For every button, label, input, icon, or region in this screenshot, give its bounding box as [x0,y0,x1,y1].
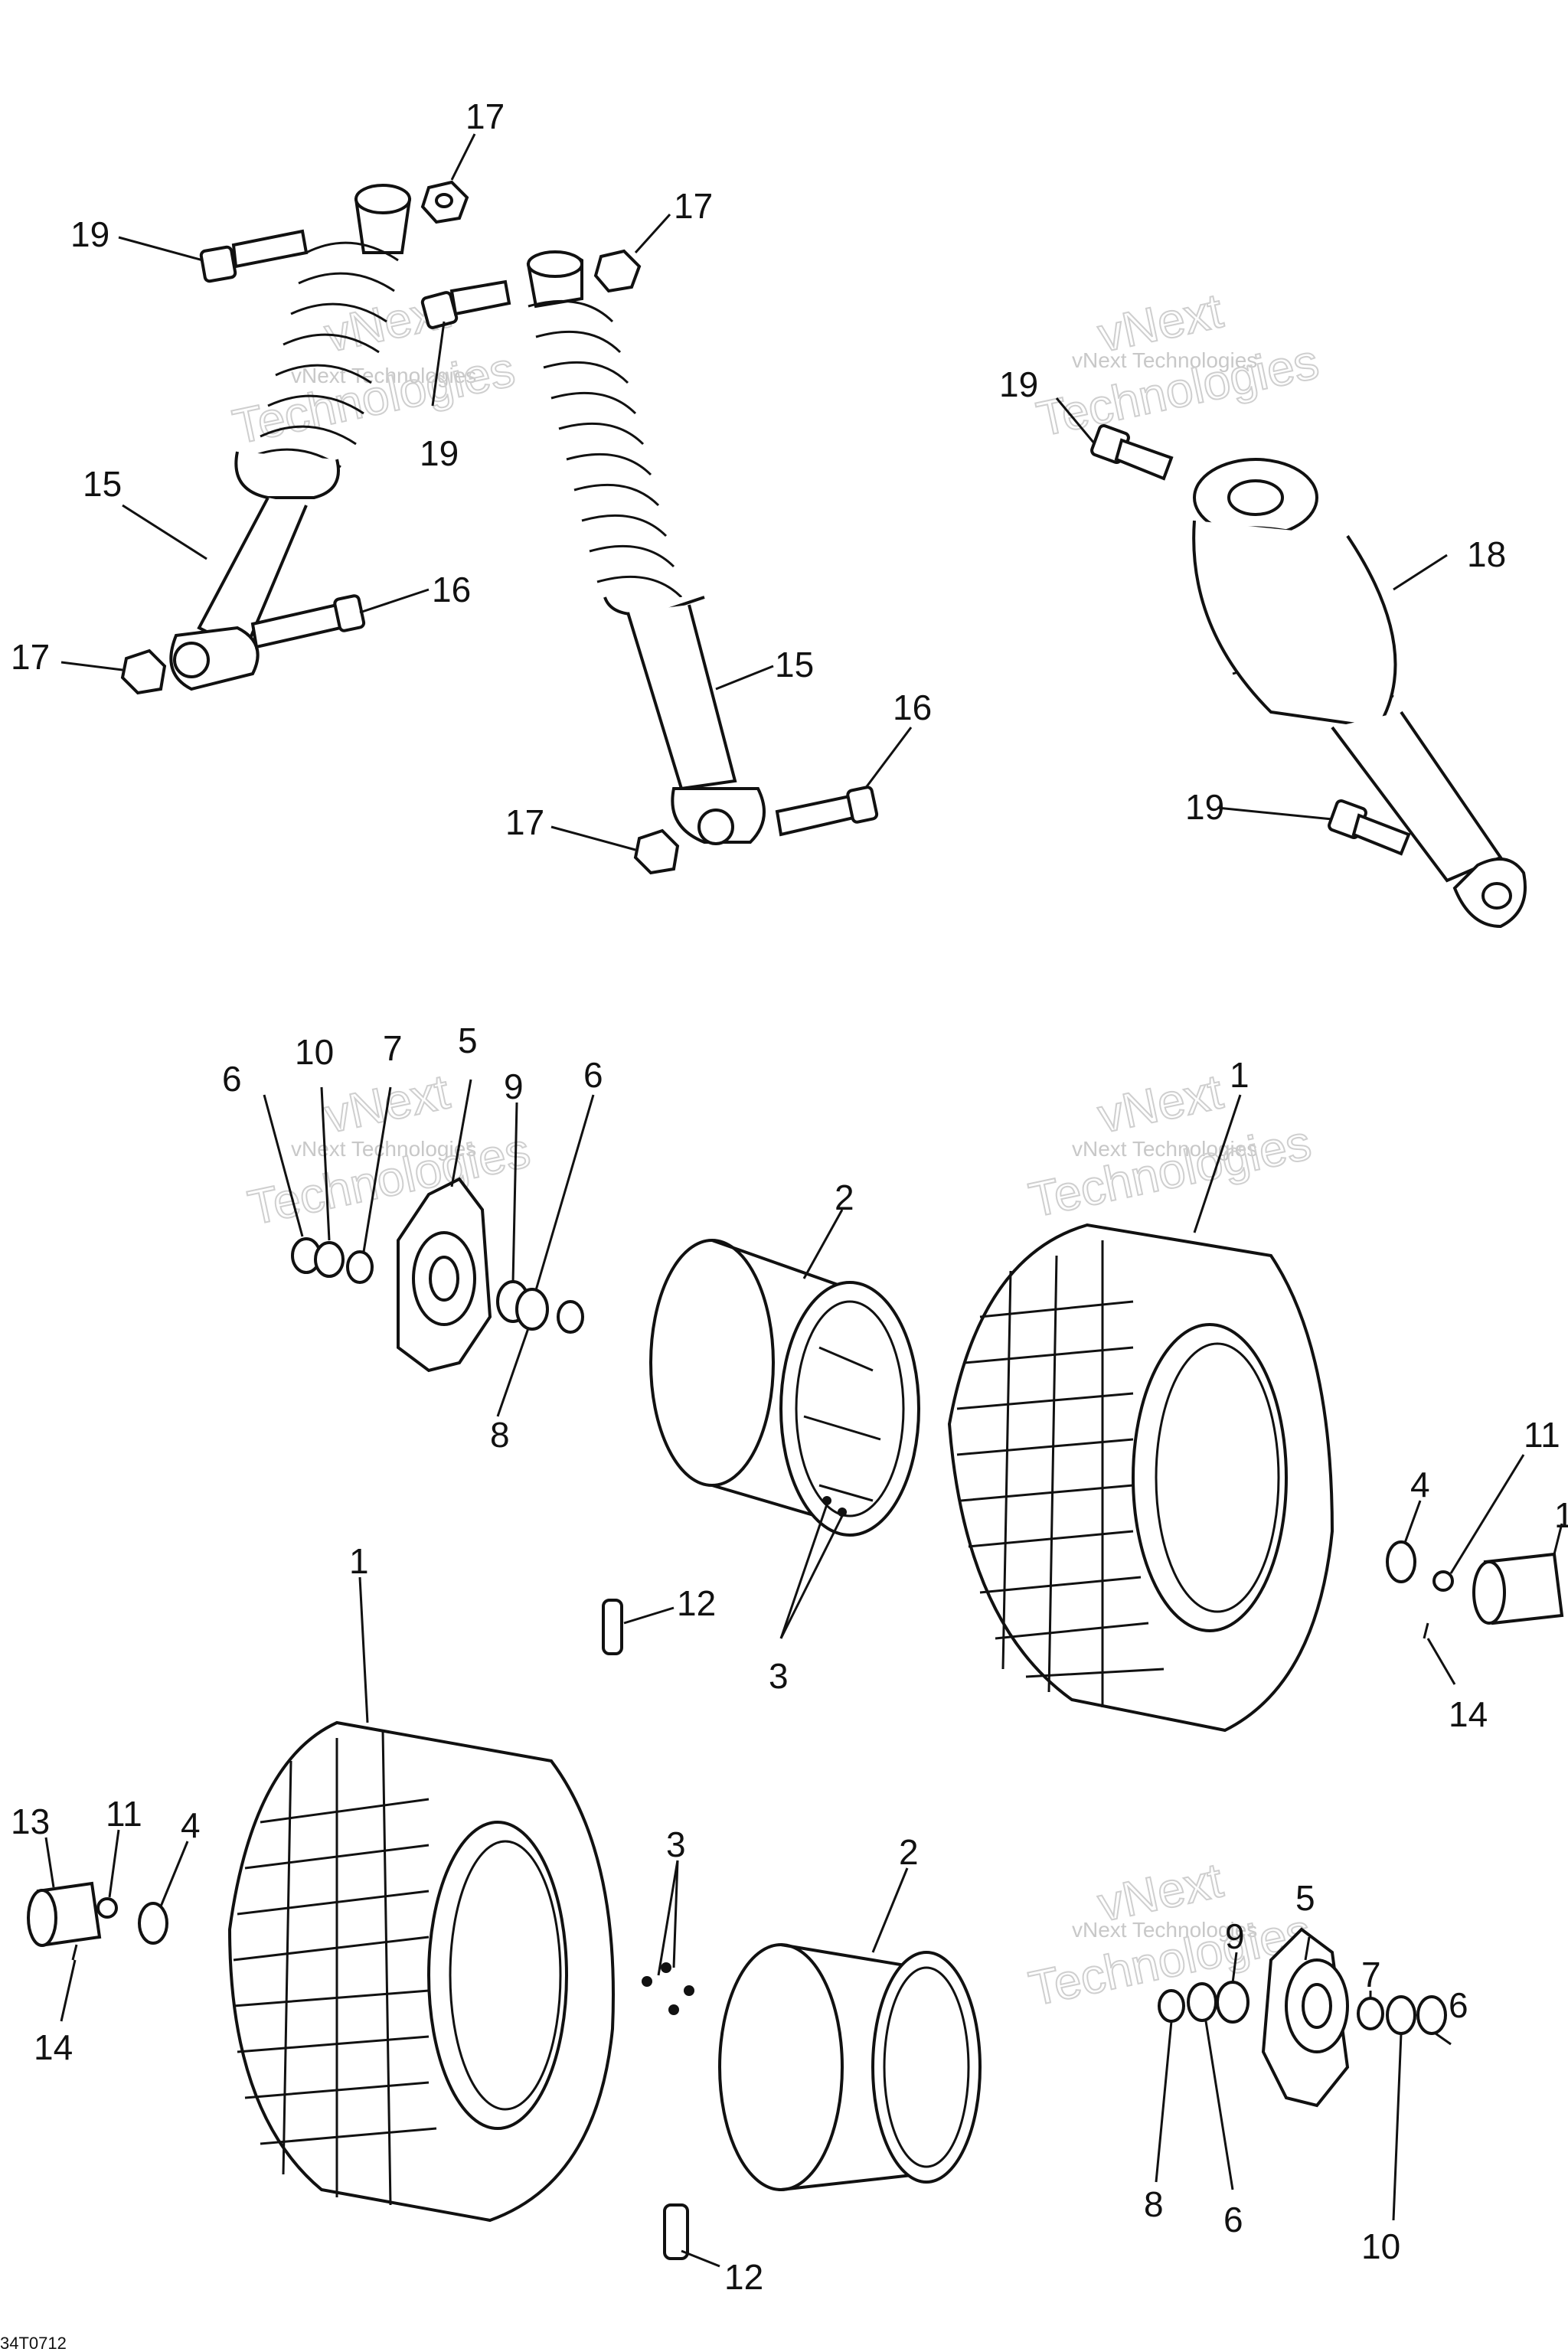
callout-17-c: 17 [11,637,50,677]
pin-14-upper [1423,1622,1429,1639]
wheel-rim-lower [718,1943,982,2191]
hub-assembly-lower [1158,1927,1447,2108]
callout-wheel1-14: 14 [1449,1694,1488,1734]
callout-19-b: 19 [420,433,459,473]
watermark-text-12: Technologies [1024,1115,1315,1228]
bolt-19-a [199,229,309,283]
watermark-text-5: vNext Technologies [1072,348,1257,372]
callout-17-a: 17 [466,96,505,136]
callout-hub2-9: 9 [1225,1916,1245,1956]
callout-18: 18 [1467,534,1506,574]
callout-wheel2-11: 11 [106,1794,142,1834]
callout-19-c: 19 [999,364,1038,404]
callout-wheel1-3: 3 [769,1656,789,1696]
callout-hub1-8: 8 [490,1415,510,1455]
bolt-19-d [1328,799,1411,856]
washer-4-lower [138,1902,168,1945]
callout-wheel2-12: 12 [724,2257,763,2297]
callout-hub1-6a: 6 [222,1059,242,1099]
tire-upper [947,1223,1334,1733]
watermark-text-8: vNext Technologies [291,1137,476,1161]
callout-hub2-6b: 6 [1223,2200,1243,2239]
tire-upper-tread [956,1240,1165,1707]
callout-wheel1-4: 4 [1410,1465,1430,1504]
tire-lower-tread [233,1730,437,2206]
nut-17-c [120,648,167,695]
watermark-text-11: vNext Technologies [1072,1137,1257,1161]
callout-hub2-6a: 6 [1449,1985,1468,2025]
watermark-text-3: Technologies [228,341,519,455]
callout-hub1-6b: 6 [583,1055,603,1095]
bolt-19-b [420,279,511,329]
bolt-16-a [250,594,366,649]
hub-assembly-upper [291,1177,584,1373]
washer-4-upper [1386,1540,1416,1583]
callout-wheel2-3: 3 [666,1824,686,1864]
callout-hub1-5: 5 [458,1021,478,1060]
bolt-19-c [1090,424,1174,481]
wheel-rim-upper [649,1239,920,1537]
nut-11-lower [96,1897,118,1919]
nut-17-d [633,828,680,875]
bolts-3-upper [822,1496,847,1517]
tire-lower [227,1720,615,2223]
nut-17-a [420,180,469,224]
callout-19-d: 19 [1185,787,1224,827]
callout-17-b: 17 [674,186,713,226]
callout-hub2-7: 7 [1361,1955,1381,1994]
callout-hub1-7: 7 [383,1028,403,1068]
callout-19-a: 19 [70,214,109,254]
callout-wheel2-13: 13 [11,1802,50,1841]
callout-15-a: 15 [83,464,122,504]
callout-hub1-9: 9 [504,1067,524,1106]
valve-12-upper [602,1599,623,1655]
callout-16-b: 16 [893,688,932,727]
pin-14-lower [71,1944,78,1961]
watermark-mid-right: vNext vNext Technologies Technologies [1024,1063,1316,1228]
leader-lines [44,133,1563,2268]
shock-absorber-right [1192,458,1527,929]
callout-wheel1-12: 12 [677,1583,716,1623]
callout-wheel2-14: 14 [34,2027,73,2067]
callout-hub2-10: 10 [1361,2226,1400,2266]
shock-absorber-middle [526,250,766,845]
callout-17-d: 17 [505,802,544,842]
callout-hub2-5: 5 [1295,1878,1315,1918]
callout-wheel1-11: 11 [1524,1415,1560,1455]
nut-17-b [593,249,642,293]
figure-code: 34T0712 [0,2334,67,2352]
callout-wheel1-13: 1 [1554,1495,1568,1535]
cap-13-upper [1472,1552,1564,1625]
watermark-top-right: vNext vNext Technologies Technologies [1031,282,1324,447]
callout-labels: 17 19 17 19 15 16 17 15 16 17 19 18 19 6… [11,96,1568,2297]
cap-13-lower [27,1881,102,1947]
watermark-text-17: vNext Technologies [1072,1918,1257,1942]
callout-wheel2-2: 2 [899,1832,919,1872]
callout-wheel2-1: 1 [349,1541,369,1581]
callout-hub1-10: 10 [295,1032,334,1072]
bolts-3-lower [642,1962,694,2015]
callout-16-a: 16 [432,570,471,609]
callout-wheel2-4: 4 [181,1805,201,1845]
callout-wheel1-2: 2 [835,1178,854,1217]
watermark-text-2: vNext Technologies [291,364,476,387]
valve-12-lower [663,2203,689,2260]
shock-absorber-left [169,184,412,691]
watermark-text-10: vNext [1093,1063,1227,1143]
callout-15-b: 15 [775,645,814,684]
callout-hub2-8: 8 [1144,2184,1164,2224]
callout-wheel1-1: 1 [1230,1055,1250,1095]
nut-11-upper [1432,1570,1454,1592]
bolt-16-b [775,786,879,837]
